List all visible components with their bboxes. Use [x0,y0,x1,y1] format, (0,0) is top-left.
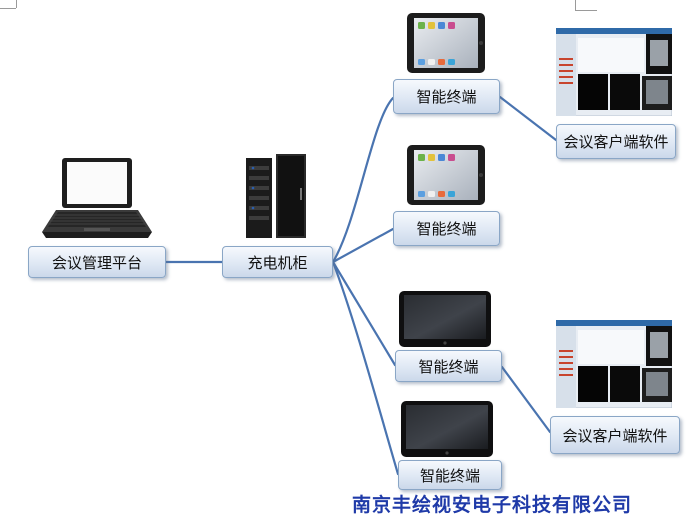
link-terminal-1-client-1 [498,95,558,142]
node-meeting-client-software-2: 会议客户端软件 [550,416,680,454]
ipad-icon [407,13,485,73]
server-rack-icon [246,154,306,238]
software-screenshot-icon [556,320,672,408]
node-smart-terminal-1: 智能终端 [393,79,500,114]
software-screenshot-icon [556,28,672,116]
link-cabinet-terminal-2 [331,227,395,264]
corner-mark-left [16,0,17,8]
node-smart-terminal-3: 智能终端 [395,350,502,382]
node-smart-terminal-2: 智能终端 [393,211,500,246]
laptop-icon [42,158,152,238]
android-tablet-icon [401,401,493,457]
company-name: 南京丰绘视安电子科技有限公司 [352,494,633,516]
node-meeting-management-platform: 会议管理平台 [28,246,166,278]
node-smart-terminal-4: 智能终端 [398,460,502,490]
link-terminal-3-client-2 [500,365,552,434]
link-cabinet-terminal-4 [331,260,400,476]
corner-mark-right-h [575,10,597,11]
node-charging-cabinet: 充电机柜 [222,246,333,278]
link-cabinet-terminal-3 [331,260,397,367]
ipad-icon [407,145,485,205]
android-tablet-icon [399,291,491,347]
corner-mark-right [575,0,576,10]
link-cabinet-terminal-1 [331,96,395,264]
corner-mark-left-h [0,8,16,9]
node-meeting-client-software-1: 会议客户端软件 [556,124,676,159]
